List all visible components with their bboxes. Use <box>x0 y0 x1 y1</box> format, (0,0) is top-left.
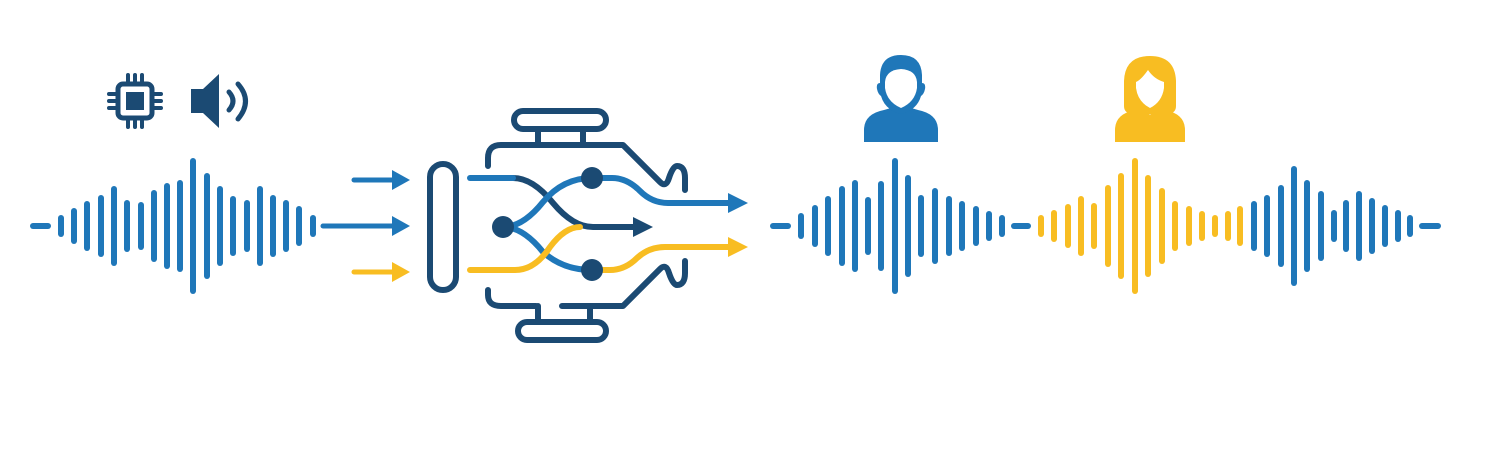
arrow-gold-bottom <box>351 262 410 282</box>
male-user-icon <box>864 55 938 142</box>
arrow-blue-middle <box>320 216 410 236</box>
engine-bottom-body <box>485 258 688 309</box>
arrow-blue-top <box>351 170 410 190</box>
output-waveform <box>770 158 1441 294</box>
flow-navy <box>510 175 636 230</box>
flow-gold-output <box>589 244 736 273</box>
female-user-icon <box>1115 56 1185 142</box>
chip-icon <box>107 73 163 129</box>
input-arrows <box>320 170 410 282</box>
node-top <box>581 167 603 189</box>
engine-intake <box>427 161 459 293</box>
flow-gold-input <box>467 224 583 273</box>
node-left <box>492 216 514 238</box>
flow-blue-up <box>500 175 735 230</box>
engine-top-cap <box>511 108 609 132</box>
engine-bottom-cap <box>515 319 609 343</box>
input-waveform <box>30 158 316 294</box>
engine-icon <box>427 108 748 343</box>
speaker-icon <box>191 74 248 128</box>
engine-top-body <box>485 142 688 193</box>
node-bottom <box>581 259 603 281</box>
